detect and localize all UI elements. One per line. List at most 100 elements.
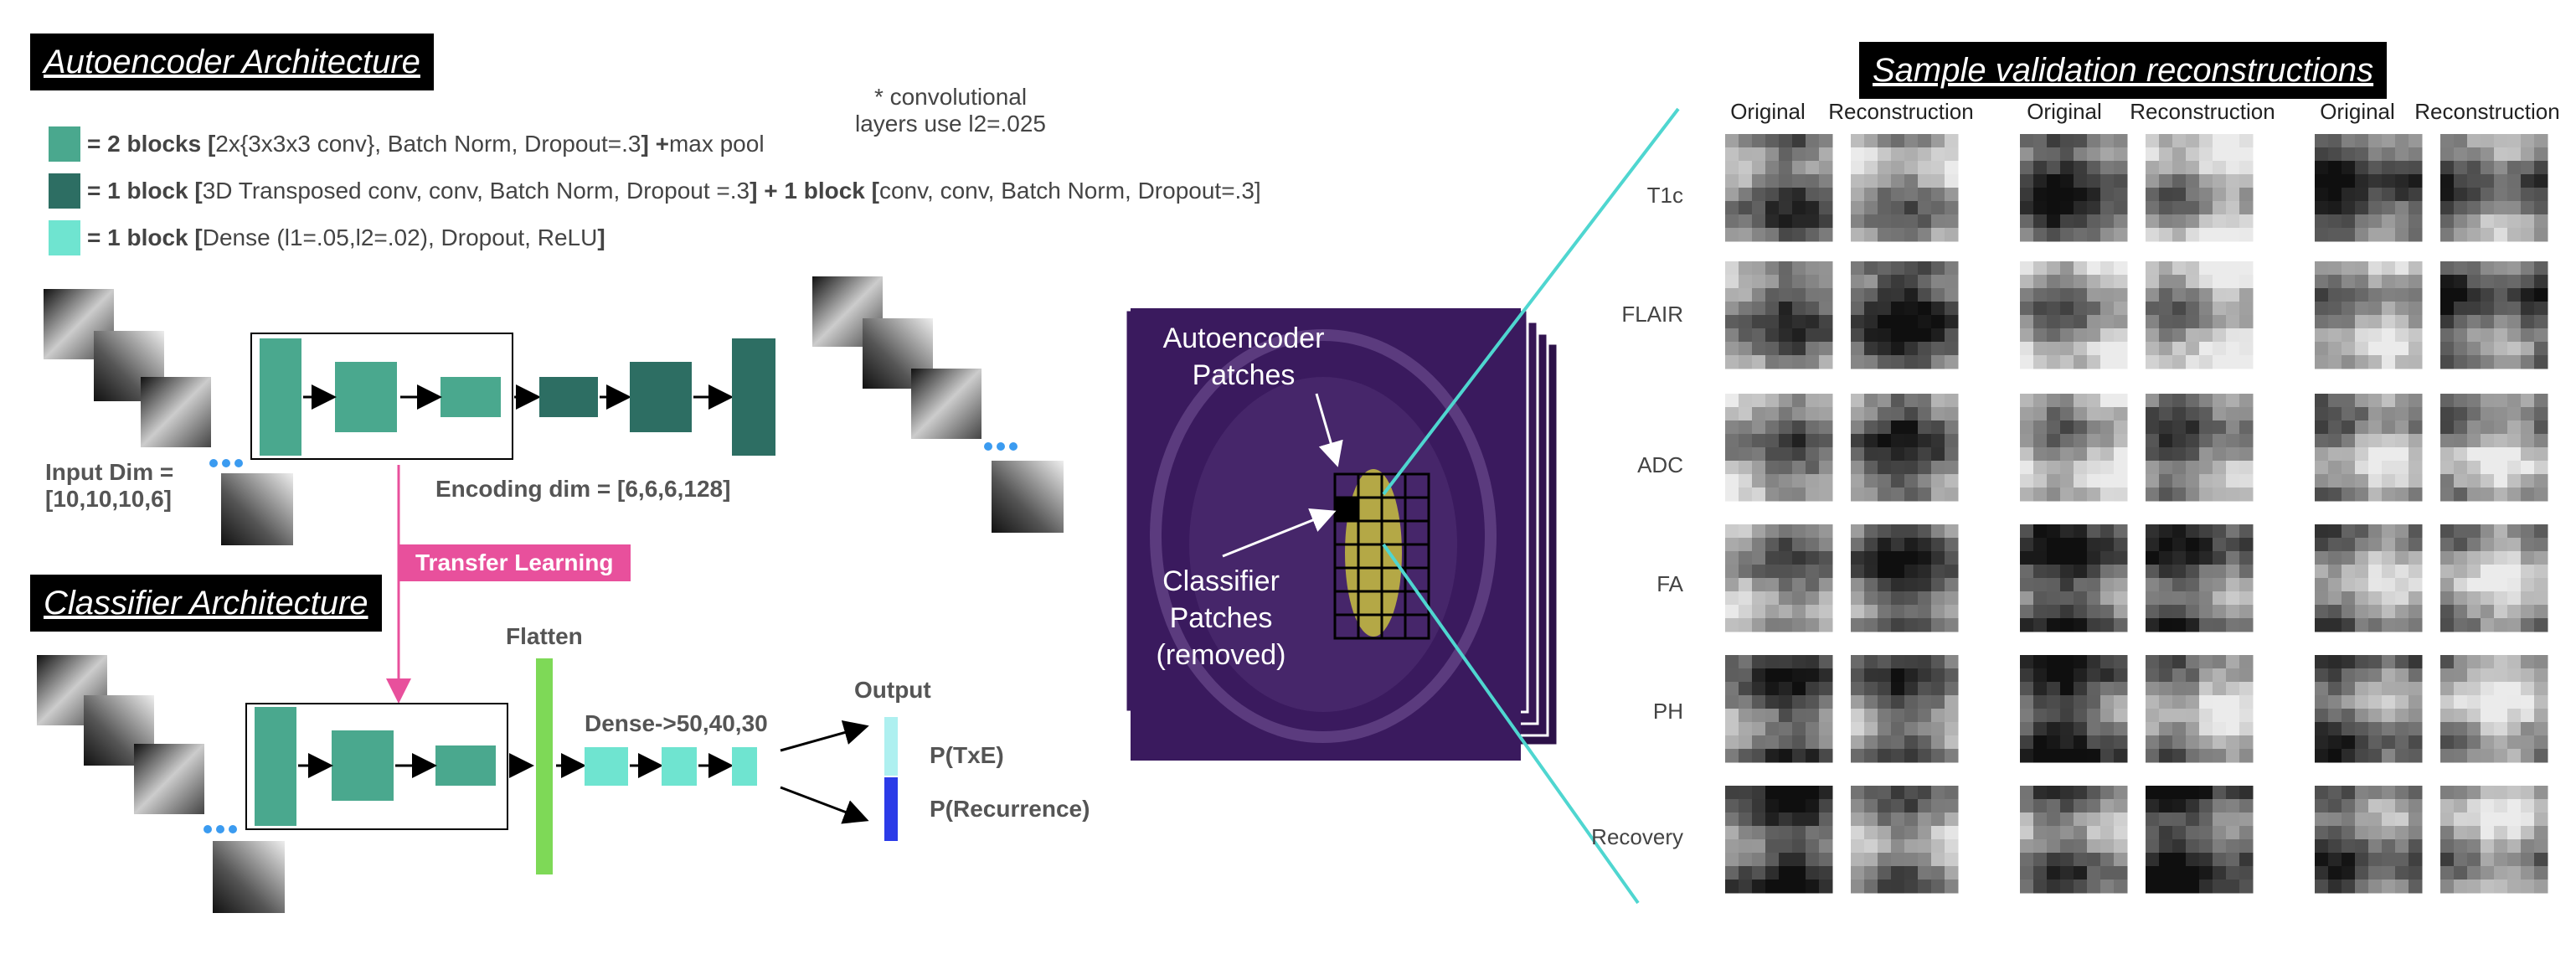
patch-image	[2440, 394, 2548, 502]
output-patch-stack	[812, 276, 1064, 533]
legend-swatch-decoder	[49, 173, 80, 209]
legend-text: Dense (l1=.05,l2=.02), Dropout, ReLU	[202, 224, 598, 250]
conv-note: * convolutional layers use l2=.025	[854, 84, 1047, 137]
row-label-fa: FA	[1656, 571, 1683, 596]
legend-bold: = 1 block [	[87, 178, 203, 204]
patch-image	[2315, 261, 2423, 369]
classifier-input-stack	[37, 655, 285, 913]
patch-image	[2315, 655, 2423, 763]
mri-classifier-label: Classifier Patches (removed)	[1156, 565, 1286, 671]
legend-bold: ] + 1 block [	[750, 178, 879, 204]
decoder-block	[539, 377, 598, 417]
output-txe-bar	[884, 717, 898, 776]
patch-image	[2315, 786, 2423, 894]
encoder-box	[250, 333, 513, 460]
patch-image	[2020, 786, 2128, 894]
dense-block	[662, 747, 697, 786]
column-header-reconstruction: Reconstruction	[1828, 99, 1974, 124]
patch-image	[1725, 394, 1833, 502]
patch-image	[1851, 394, 1959, 502]
zoom-line-top	[1382, 107, 1680, 496]
output-txe-label: P(TxE)	[930, 742, 1004, 768]
classifier-pointer	[1222, 508, 1337, 558]
input-patch-stack	[44, 289, 293, 545]
column-header-original: Original	[1730, 99, 1806, 124]
column-header-reconstruction: Reconstruction	[2130, 99, 2275, 124]
mri-autoencoder-label: Autoencoder Patches	[1162, 322, 1325, 391]
patch-image	[2315, 394, 2423, 502]
output-recurrence-label: P(Recurrence)	[930, 796, 1090, 822]
legend-text: conv, conv, Batch Norm, Dropout=.3]	[878, 178, 1261, 204]
legend-swatch-encoder	[49, 126, 80, 162]
patch-image	[2440, 134, 2548, 242]
patch-image	[2146, 786, 2254, 894]
patch-image	[1725, 524, 1833, 632]
transfer-learning-label: Transfer Learning	[399, 544, 631, 581]
legend-bold: ] +	[641, 131, 669, 157]
patch-image	[2440, 261, 2548, 369]
patch-image	[1851, 655, 1959, 763]
patch-image	[2440, 524, 2548, 632]
patch-image	[2020, 261, 2128, 369]
patch-image	[2146, 524, 2254, 632]
column-header-original: Original	[2320, 99, 2395, 124]
removed-patch	[1335, 498, 1358, 521]
classifier-encoder-box	[245, 703, 508, 830]
encoder-block	[435, 745, 496, 786]
patch-image	[2146, 134, 2254, 242]
patch-image	[1725, 261, 1833, 369]
column-header-original: Original	[2027, 99, 2102, 124]
encoder-block	[332, 730, 394, 801]
patch-image	[2020, 394, 2128, 502]
dense-block	[732, 747, 757, 786]
legend-text: 3D Transposed conv, conv, Batch Norm, Dr…	[202, 178, 750, 204]
dense-block	[585, 747, 628, 786]
patch-image	[2315, 134, 2423, 242]
validation-title: Sample validation reconstructions	[1859, 42, 2388, 99]
patch-image	[2020, 524, 2128, 632]
mri-slice-stack	[1124, 308, 1559, 761]
legend-text: max pool	[668, 131, 765, 157]
legend-row-dense: = 1 block [Dense (l1=.05,l2=.02), Dropou…	[49, 219, 605, 256]
encoder-block	[335, 362, 397, 432]
legend-bold: = 2 blocks [	[87, 131, 216, 157]
encoder-block	[260, 338, 301, 456]
legend-bold: = 1 block [	[87, 224, 203, 250]
classifier-title: Classifier Architecture	[30, 575, 382, 632]
row-label-ph: PH	[1652, 699, 1683, 724]
patch-image	[2146, 655, 2254, 763]
flatten-label: Flatten	[506, 623, 583, 649]
patch-image	[2020, 134, 2128, 242]
zoom-line-bottom	[1382, 543, 1640, 905]
patch-image	[2020, 655, 2128, 763]
output-label: Output	[854, 677, 931, 703]
ellipsis-dots	[209, 459, 243, 467]
dense-label: Dense->50,40,30	[585, 710, 768, 736]
patch-image	[1725, 655, 1833, 763]
patch-image	[2146, 261, 2254, 369]
row-label-flair: FLAIR	[1621, 302, 1683, 327]
patch-image	[1725, 786, 1833, 894]
legend-bold: ]	[597, 224, 605, 250]
patch-image	[1851, 261, 1959, 369]
patch-image	[2440, 786, 2548, 894]
autoencoder-pointer	[1315, 393, 1343, 467]
patch-image	[1851, 134, 1959, 242]
encoder-block	[255, 707, 296, 826]
reconstruction-patches	[1725, 134, 2548, 894]
column-header-reconstruction: Reconstruction	[2414, 99, 2560, 124]
legend-row-decoder: = 1 block [3D Transposed conv, conv, Bat…	[49, 173, 1261, 209]
decoder-block	[732, 338, 775, 456]
encoding-dim-label: Encoding dim = [6,6,6,128]	[435, 476, 731, 502]
row-label-recovery: Recovery	[1591, 824, 1683, 849]
output-recurrence-bar	[884, 777, 898, 841]
autoencoder-title: Autoencoder Architecture	[30, 34, 434, 90]
patch-image	[2146, 394, 2254, 502]
flatten-bar	[536, 658, 553, 874]
decoder-block	[630, 362, 692, 432]
row-label-t1c: T1c	[1646, 183, 1683, 208]
input-dim-label: Input Dim = [10,10,10,6]	[45, 459, 174, 512]
patch-image	[2315, 524, 2423, 632]
patch-image	[1851, 786, 1959, 894]
